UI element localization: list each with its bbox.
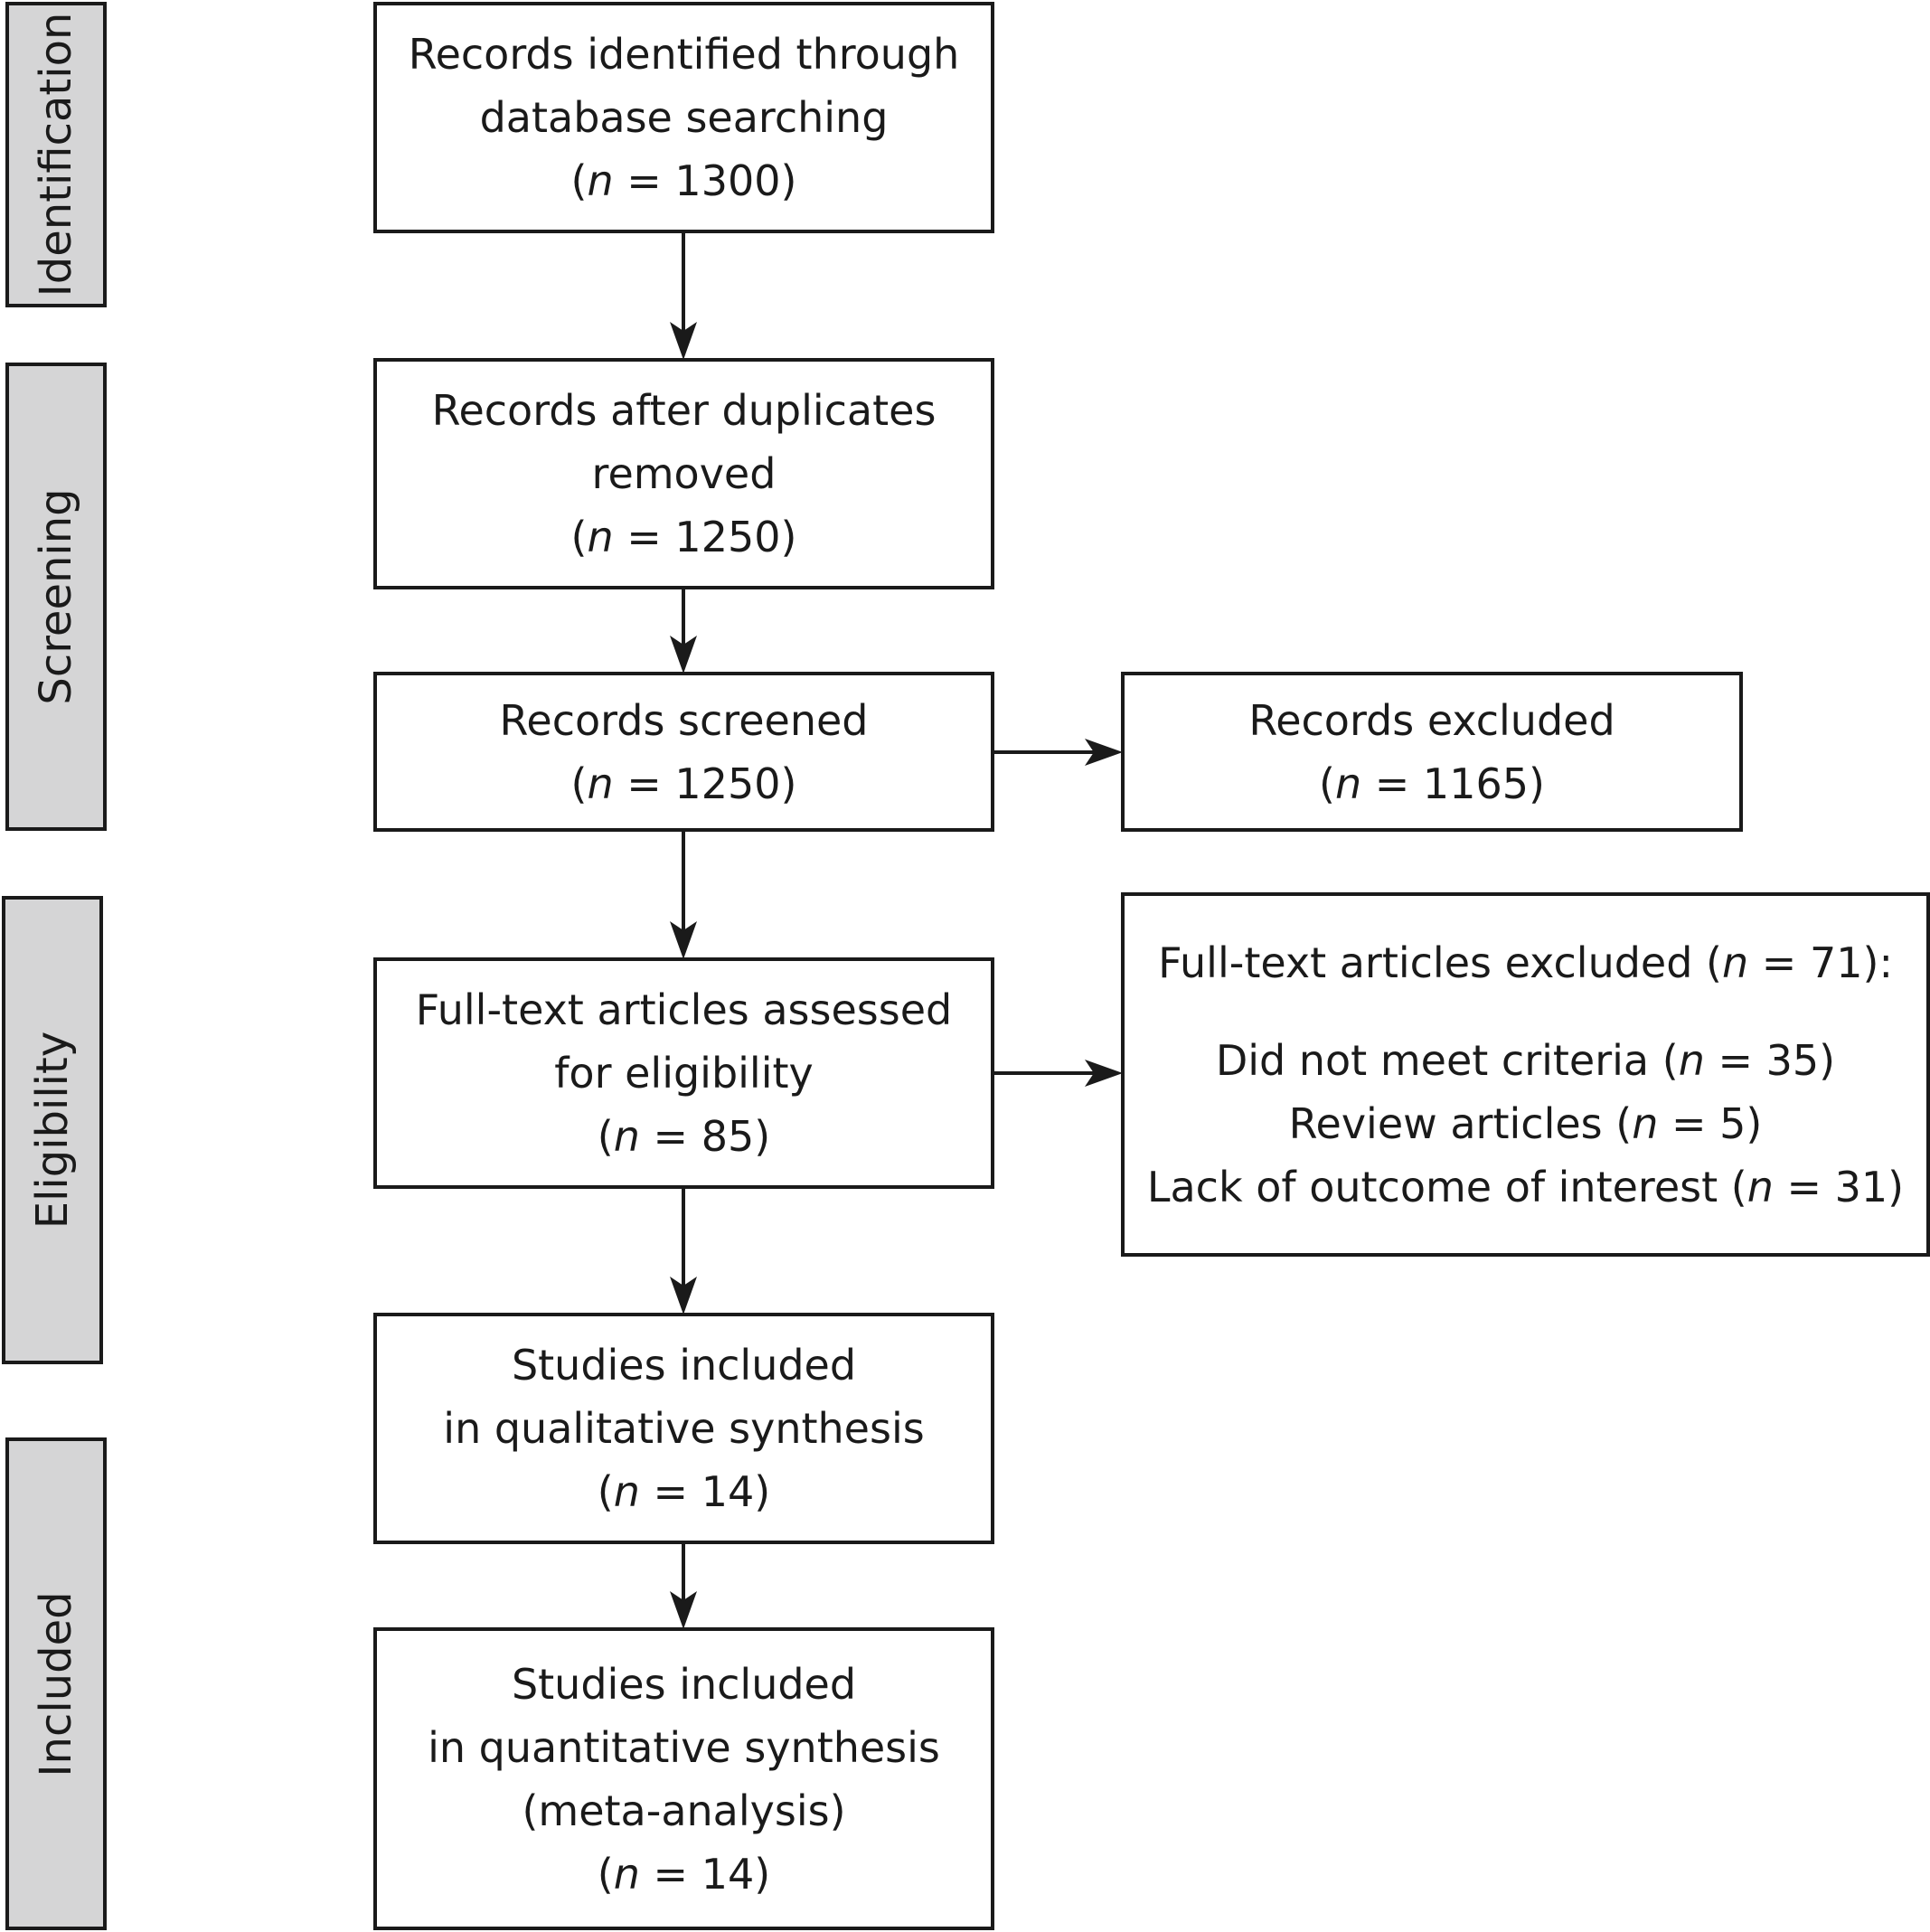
n-symbol: n <box>1632 1098 1659 1148</box>
count-value: = 1300 <box>613 156 781 205</box>
box-text-line: Studies included <box>511 1659 857 1709</box>
exclusion-reason: Lack of outcome of interest (n = 31) <box>1147 1155 1904 1219</box>
exclusion-reason: Did not meet criteria (n = 35) <box>1216 1029 1835 1092</box>
n-symbol: n <box>613 1467 640 1516</box>
heading-text: Full-text articles excluded ( <box>1158 938 1723 987</box>
arrowhead-right <box>1085 1060 1123 1087</box>
count-value: = 85 <box>639 1112 755 1161</box>
reason-count: = 5) <box>1658 1098 1763 1148</box>
n-symbol: n <box>587 759 614 808</box>
exclusion-reason: Review articles (n = 5) <box>1289 1092 1763 1155</box>
box-count: (n = 14) <box>597 1467 771 1516</box>
box-count: (n = 1300) <box>570 156 797 205</box>
box-text-line: in quantitative synthesis <box>428 1722 940 1772</box>
box-text-line: Records screened <box>499 695 869 745</box>
reason-text: Review articles ( <box>1288 1098 1633 1148</box>
stage-eligibility: Eligibility <box>2 896 103 1364</box>
reason-text: Did not meet criteria ( <box>1215 1035 1679 1085</box>
box-records-excluded: Records excluded (n = 1165) <box>1121 672 1743 832</box>
stage-screening: Screening <box>5 363 107 831</box>
count-value: = 1165 <box>1361 759 1529 808</box>
box-text-line: (meta-analysis) <box>522 1786 846 1835</box>
box-text-line: Studies included <box>511 1341 857 1390</box>
reason-count: = 35) <box>1704 1035 1836 1085</box>
box-full-text-excluded: Full-text articles excluded (n = 71): Di… <box>1121 892 1930 1257</box>
box-text-line: removed <box>591 449 777 498</box>
box-records-screened: Records screened (n = 1250) <box>373 672 994 832</box>
box-text-line: Full-text articles assessed <box>415 985 953 1034</box>
n-symbol: n <box>587 513 614 561</box>
stage-included: Included <box>5 1437 107 1930</box>
n-symbol: n <box>1678 1035 1705 1085</box>
box-records-identified: Records identified through database sear… <box>373 2 994 233</box>
box-full-text-assessed: Full-text articles assessed for eligibil… <box>373 957 994 1189</box>
arrowhead-down <box>670 1591 697 1629</box>
n-symbol: n <box>1334 759 1362 808</box>
count-value: = 14 <box>639 1849 755 1899</box>
box-count: (n = 1165) <box>1319 759 1545 808</box>
count-value: = 1250 <box>613 759 781 808</box>
box-text-line: Records excluded <box>1248 695 1615 745</box>
arrowhead-down <box>670 636 697 674</box>
arrowhead-down <box>670 1277 697 1315</box>
box-count: (n = 85) <box>597 1112 771 1161</box>
n-symbol: n <box>613 1849 640 1899</box>
arrowhead-down <box>670 322 697 360</box>
n-symbol: n <box>1746 1162 1774 1211</box>
box-qualitative-synthesis: Studies included in qualitative synthesi… <box>373 1313 994 1544</box>
arrowhead-right <box>1085 739 1123 766</box>
box-quantitative-synthesis: Studies included in quantitative synthes… <box>373 1627 994 1930</box>
box-text-line: Records identified through <box>408 30 960 79</box>
exclusion-heading: Full-text articles excluded (n = 71): <box>1158 931 1893 994</box>
box-count: (n = 1250) <box>570 759 797 808</box>
n-symbol: n <box>613 1112 640 1161</box>
box-count: (n = 14) <box>597 1849 771 1899</box>
box-count: (n = 1250) <box>570 513 797 561</box>
box-text-line: database searching <box>479 93 889 142</box>
n-symbol: n <box>1722 938 1749 987</box>
count-value: = 14 <box>639 1467 755 1516</box>
count-value: = 1250 <box>613 513 781 561</box>
stage-identification: Identification <box>5 2 107 307</box>
reason-text: Lack of outcome of interest ( <box>1146 1162 1747 1211</box>
box-records-after-duplicates: Records after duplicates removed (n = 12… <box>373 358 994 589</box>
box-text-line: for eligibility <box>554 1049 814 1098</box>
heading-count: = 71): <box>1748 938 1893 987</box>
n-symbol: n <box>587 156 614 205</box>
reason-count: = 31) <box>1773 1162 1905 1211</box>
box-text-line: in qualitative synthesis <box>443 1404 925 1453</box>
arrowhead-down <box>670 921 697 959</box>
box-text-line: Records after duplicates <box>431 386 937 435</box>
